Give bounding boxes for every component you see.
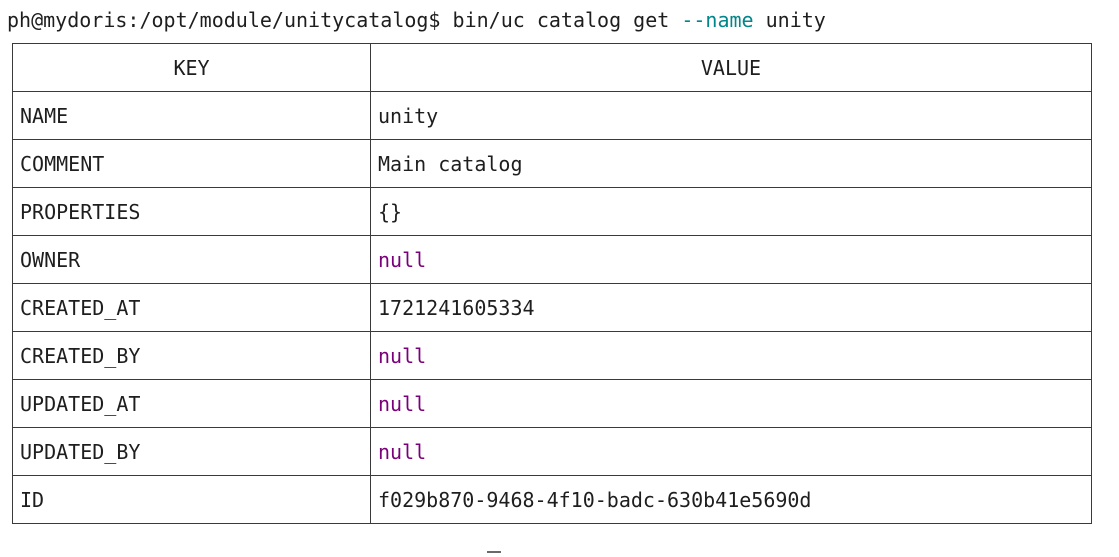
row-value: Main catalog	[370, 139, 1092, 188]
table-row: UPDATED_BY null	[12, 427, 1092, 476]
terminal-cursor	[487, 551, 501, 553]
table-row: OWNER null	[12, 235, 1092, 284]
row-key: UPDATED_BY	[12, 427, 371, 476]
column-header-key: KEY	[12, 43, 371, 92]
command-line: ph@mydoris:/opt/module/unitycatalog$ bin…	[7, 6, 826, 34]
table-row: UPDATED_AT null	[12, 379, 1092, 428]
command-argument: unity	[765, 8, 826, 32]
row-key: PROPERTIES	[12, 187, 371, 236]
row-key: COMMENT	[12, 139, 371, 188]
row-value: null	[370, 235, 1092, 284]
row-value: null	[370, 379, 1092, 428]
row-key: ID	[12, 475, 371, 524]
table-header-row: KEY VALUE	[12, 43, 1092, 92]
shell-prompt: ph@mydoris:/opt/module/unitycatalog$	[7, 8, 441, 32]
table-row: CREATED_AT 1721241605334	[12, 283, 1092, 332]
row-value: 1721241605334	[370, 283, 1092, 332]
row-key: NAME	[12, 91, 371, 140]
row-value: null	[370, 331, 1092, 380]
row-key: OWNER	[12, 235, 371, 284]
row-key: CREATED_BY	[12, 331, 371, 380]
row-value: null	[370, 427, 1092, 476]
row-key: UPDATED_AT	[12, 379, 371, 428]
row-value: {}	[370, 187, 1092, 236]
catalog-details-table: KEY VALUE NAME unity COMMENT Main catalo…	[12, 43, 1092, 524]
column-header-value: VALUE	[370, 43, 1092, 92]
table-row: PROPERTIES {}	[12, 187, 1092, 236]
table-row: CREATED_BY null	[12, 331, 1092, 380]
table-row: COMMENT Main catalog	[12, 139, 1092, 188]
command-flag: --name	[681, 8, 754, 32]
row-value: f029b870-9468-4f10-badc-630b41e5690d	[370, 475, 1092, 524]
table-row: ID f029b870-9468-4f10-badc-630b41e5690d	[12, 475, 1092, 524]
command-text: bin/uc catalog get	[452, 8, 670, 32]
table-row: NAME unity	[12, 91, 1092, 140]
row-key: CREATED_AT	[12, 283, 371, 332]
row-value: unity	[370, 91, 1092, 140]
